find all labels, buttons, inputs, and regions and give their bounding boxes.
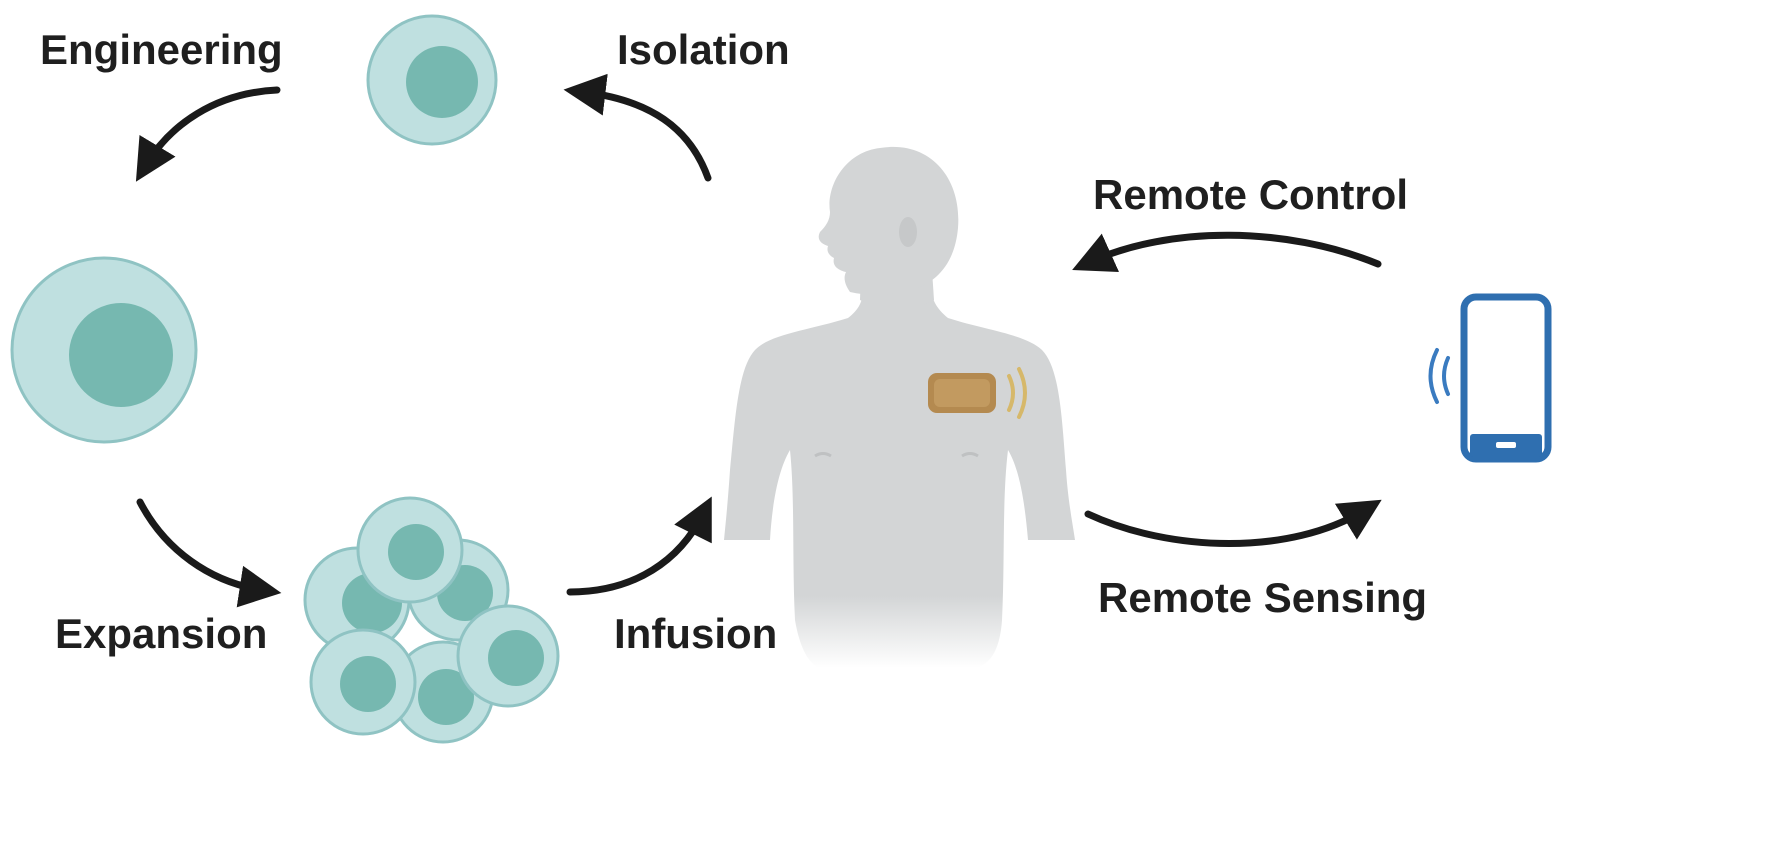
cluster-cell: [456, 604, 560, 708]
cluster-cell: [309, 628, 417, 736]
expansion-label: Expansion: [55, 610, 267, 657]
cluster-cell: [356, 496, 464, 604]
patch-signal-icon: [1007, 367, 1027, 419]
smartphone-icon: [1460, 293, 1552, 463]
engineering-label: Engineering: [40, 26, 283, 73]
wearable-patch: [928, 373, 996, 413]
remote-sensing-arrow: [1084, 499, 1382, 547]
engineering-arrow: [135, 86, 281, 182]
patient-silhouette: [724, 146, 1075, 668]
isolation-label: Isolation: [617, 26, 790, 73]
phone-signal-icon: [1428, 348, 1450, 404]
remote-sensing-label: Remote Sensing: [1098, 574, 1427, 621]
expansion-arrow: [136, 498, 282, 608]
isolated-cell: [366, 14, 498, 146]
expanded-cell-cluster: [303, 496, 560, 744]
infusion-arrow: [566, 496, 712, 596]
engineered-cell: [10, 256, 198, 444]
infusion-label: Infusion: [614, 610, 777, 657]
isolation-arrow: [563, 73, 712, 182]
remote-control-arrow: [1072, 231, 1382, 272]
remote-control-label: Remote Control: [1093, 171, 1408, 218]
